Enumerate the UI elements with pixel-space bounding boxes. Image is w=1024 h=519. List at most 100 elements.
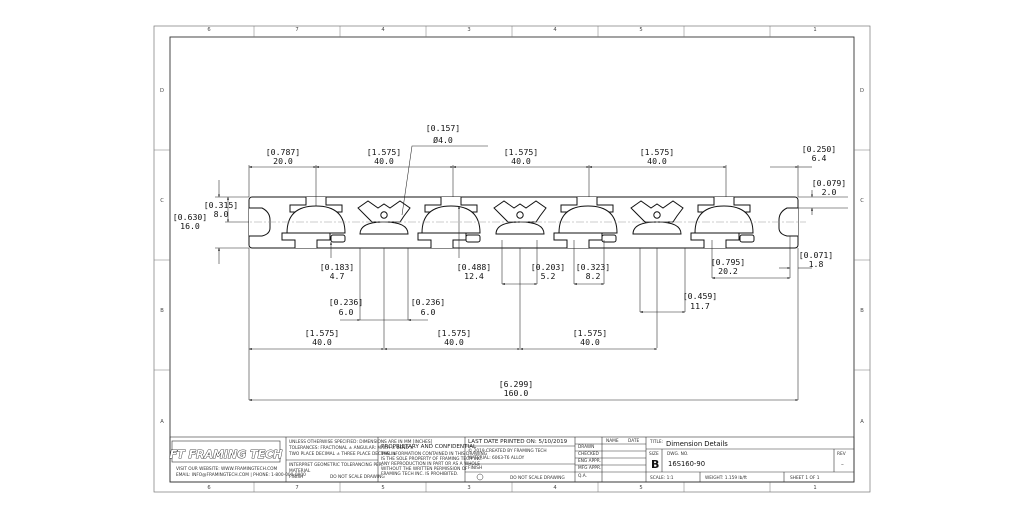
eng-appr-label: ENG APPR. — [578, 458, 601, 464]
dim-inch-6: [0.079] — [812, 178, 847, 188]
proprietary-heading: PROPRIETARY AND CONFIDENTIAL — [381, 444, 477, 450]
title-block-text: FT FRAMING TECH VISIT OUR WEBSITE: WWW.F… — [169, 438, 845, 481]
notes-line-2: TWO PLACE DECIMAL ± THREE PLACE DECIMAL … — [288, 451, 397, 457]
dim-inch-3: [1.575] — [504, 147, 539, 157]
proprietary-line-3: ANY REPRODUCTION IN PART OR AS A WHOLE — [381, 461, 480, 467]
checked-label: CHECKED — [578, 451, 599, 457]
dim-mm-4: 40.0 — [647, 156, 667, 166]
sheet-value: SHEET 1 OF 1 — [790, 475, 820, 481]
name-column: NAME — [606, 438, 619, 444]
dim-mm-9: 4.7 — [330, 271, 345, 281]
zone-top-3: 4 — [381, 27, 385, 33]
dim-mm-3: 40.0 — [511, 156, 531, 166]
dim-inch-18: [1.575] — [305, 328, 340, 338]
title-block — [169, 436, 855, 483]
dim-inch-10: [0.488] — [457, 262, 492, 272]
zone-bottom-4: 3 — [467, 485, 470, 491]
dim-mm-18: 40.0 — [312, 337, 332, 347]
dim-mm-12: 8.2 — [586, 271, 601, 281]
scale-note: DO NOT SCALE DRAWING — [330, 474, 385, 480]
zone-right-4: A — [860, 419, 864, 425]
dim-inch-17: [0.459] — [683, 291, 718, 301]
zone-left-3: B — [160, 308, 164, 314]
bottom-t-slots — [281, 232, 740, 248]
weight-value: WEIGHT: 1.159 lb/ft — [705, 475, 747, 481]
zone-left-2: C — [160, 198, 164, 204]
notes-heading: UNLESS OTHERWISE SPECIFIED: DIMENSIONS A… — [289, 439, 433, 445]
dim-inch-0: [0.787] — [266, 147, 301, 157]
notes-line-1: TOLERANCES: FRACTIONAL ± ANGULAR: MACH ±… — [288, 445, 414, 451]
dim-inch-2: [0.157] — [426, 123, 461, 133]
dim-mm-11: 5.2 — [541, 271, 556, 281]
dim-mm-16: 6.0 — [421, 307, 436, 317]
notes-line-5: FINISH — [289, 474, 303, 480]
dwg-no-value: 16S160-90 — [668, 460, 705, 468]
pockets — [330, 234, 755, 243]
dim-inch-11: [0.203] — [531, 262, 566, 272]
rev-value: – — [841, 462, 844, 468]
proprietary-line-2: IS THE SOLE PROPERTY OF FRAMING TECH INC… — [381, 456, 483, 462]
dim-mm-10: 12.4 — [464, 271, 484, 281]
dim-inch-8: [0.630] — [173, 212, 208, 222]
dwg-no-label: DWG. NO. — [667, 451, 688, 457]
title-label: TITLE: — [649, 439, 663, 445]
dim-inch-15: [0.236] — [329, 297, 364, 307]
dim-inch-14: [0.071] — [799, 250, 834, 260]
dim-inch-12: [0.323] — [576, 262, 611, 272]
dim-mm-13: 20.2 — [718, 266, 738, 276]
zone-left-4: A — [160, 419, 164, 425]
do-not-scale: DO NOT SCALE DRAWING — [510, 475, 565, 481]
dim-inch-5: [0.250] — [802, 144, 837, 154]
zone-right-2: C — [860, 198, 864, 204]
dim-inch-4: [1.575] — [640, 147, 675, 157]
third-angle-icon — [476, 473, 484, 481]
date-column: DATE — [628, 438, 639, 444]
zone-top-7: 1 — [813, 27, 816, 33]
zone-bottom-7: 1 — [813, 485, 816, 491]
drawing-title: Dimension Details — [666, 440, 728, 448]
proprietary-line-5: FRAMING TECH INC. IS PROHIBITED. — [381, 471, 458, 477]
dim-mm-21: 160.0 — [504, 388, 529, 398]
notes-line-3: INTERPRET GEOMETRIC TOLERANCING PER: — [289, 462, 383, 468]
zone-ticks — [154, 26, 870, 492]
zone-top-1: 6 — [207, 27, 210, 33]
dim-inch-13: [0.795] — [711, 257, 746, 267]
qa-label: Q.A. — [578, 473, 587, 479]
dim-inch-16: [0.236] — [411, 297, 446, 307]
zone-labels: 6 7 4 3 4 5 1 6 7 5 3 4 5 1 D C B A D C … — [160, 27, 864, 491]
last-date-printed: LAST DATE PRINTED ON: 5/10/2019 — [468, 439, 568, 445]
zone-top-5: 4 — [553, 27, 557, 33]
extrusion-profile — [248, 196, 799, 249]
cavities — [286, 205, 754, 234]
dim-inch-19: [1.575] — [437, 328, 472, 338]
dim-inch-1: [1.575] — [367, 147, 402, 157]
scale-value: SCALE: 1:1 — [650, 475, 674, 481]
size-label: SIZE — [649, 451, 659, 457]
zone-bottom-3: 5 — [381, 485, 384, 491]
size-value: B — [651, 458, 659, 471]
dim-mm-17: 11.7 — [690, 301, 710, 311]
dim-mm-14: 1.8 — [809, 259, 824, 269]
dim-mm-15: 6.0 — [339, 307, 354, 317]
company-logo: FT FRAMING TECH — [170, 448, 283, 461]
dimension-labels: [0.787] 20.0 [1.575] 40.0 [0.157] Ø4.0 [… — [173, 123, 847, 398]
zone-right-3: B — [860, 308, 864, 314]
finish-line: FINISH — [468, 465, 482, 471]
dim-inch-21: [6.299] — [499, 379, 534, 389]
dim-mm-19: 40.0 — [444, 337, 464, 347]
zone-bottom-6: 5 — [639, 485, 642, 491]
zone-top-2: 7 — [295, 27, 298, 33]
sheet-border — [153, 25, 871, 493]
proprietary-line-4: WITHOUT THE WRITTEN PERMISSION OF — [381, 466, 468, 472]
dim-mm-8: 16.0 — [180, 221, 200, 231]
zone-top-6: 5 — [639, 27, 642, 33]
dim-inch-9: [0.183] — [320, 262, 355, 272]
mfg-appr-label: MFG APPR. — [578, 465, 601, 471]
zone-bottom-2: 7 — [295, 485, 298, 491]
dim-inch-7: [0.315] — [204, 200, 239, 210]
proprietary-line-1: THE INFORMATION CONTAINED IN THIS DRAWIN… — [380, 451, 487, 457]
zone-bottom-5: 4 — [553, 485, 557, 491]
dim-mm-7: 8.0 — [214, 209, 229, 219]
zone-left-1: D — [160, 88, 164, 94]
